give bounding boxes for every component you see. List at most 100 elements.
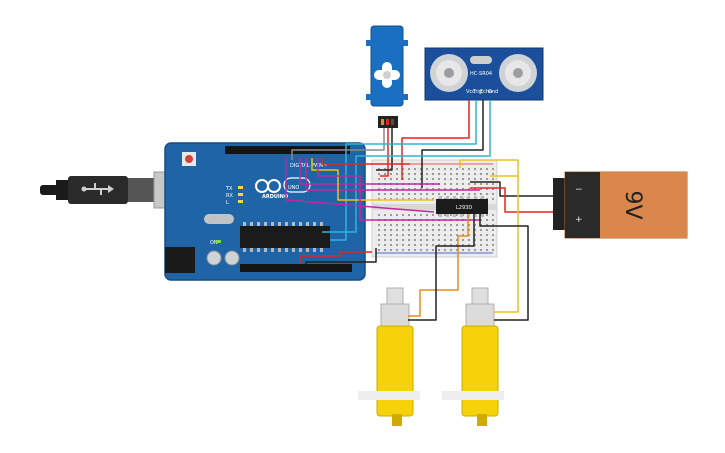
breadboard-hole xyxy=(426,229,428,231)
breadboard-hole xyxy=(438,239,440,241)
breadboard-hole xyxy=(396,229,398,231)
arduino-model-text: UNO xyxy=(288,185,299,191)
servo-motor[interactable] xyxy=(366,25,408,128)
breadboard-hole xyxy=(438,188,440,190)
breadboard-hole xyxy=(438,249,440,251)
driver-label: L293D xyxy=(456,205,472,211)
led-label-rx: RX xyxy=(226,193,233,199)
breadboard-hole xyxy=(480,173,482,175)
breadboard-hole xyxy=(450,188,452,190)
breadboard-hole xyxy=(426,244,428,246)
breadboard-hole xyxy=(402,234,404,236)
breadboard-hole xyxy=(420,229,422,231)
breadboard-hole xyxy=(408,239,410,241)
wire-battery-pos xyxy=(470,187,553,213)
breadboard-hole xyxy=(432,168,434,170)
breadboard-hole xyxy=(390,244,392,246)
breadboard-hole xyxy=(462,173,464,175)
breadboard-hole xyxy=(480,183,482,185)
breadboard-hole xyxy=(396,214,398,216)
battery-voltage-text: 9V xyxy=(620,190,645,219)
breadboard-hole xyxy=(384,239,386,241)
breadboard-hole xyxy=(438,168,440,170)
sensor-pin-gnd: Gnd xyxy=(488,89,498,95)
breadboard-hole xyxy=(438,193,440,195)
arduino-brand-text: ARDUINO xyxy=(262,194,288,200)
breadboard-hole xyxy=(384,249,386,251)
breadboard-hole xyxy=(480,239,482,241)
breadboard-hole xyxy=(438,229,440,231)
breadboard-hole xyxy=(486,249,488,251)
wire-magenta-2 xyxy=(305,158,480,191)
breadboard-hole xyxy=(390,168,392,170)
breadboard-hole xyxy=(402,244,404,246)
dc-motor-right[interactable] xyxy=(442,287,504,426)
breadboard-hole xyxy=(492,173,494,175)
breadboard-hole xyxy=(426,239,428,241)
wire-magenta-3 xyxy=(317,158,480,221)
battery-9v[interactable]: 9V − + xyxy=(553,171,688,239)
breadboard-hole xyxy=(462,224,464,226)
breadboard-hole xyxy=(444,183,446,185)
breadboard-hole xyxy=(414,173,416,175)
breadboard-hole xyxy=(456,193,458,195)
breadboard-hole xyxy=(420,224,422,226)
breadboard-hole xyxy=(456,239,458,241)
breadboard-hole xyxy=(462,244,464,246)
breadboard-hole xyxy=(486,214,488,216)
breadboard-hole xyxy=(456,188,458,190)
breadboard-hole xyxy=(462,178,464,180)
breadboard-hole xyxy=(420,234,422,236)
breadboard-hole xyxy=(450,178,452,180)
breadboard-hole xyxy=(426,188,428,190)
sensor-pin-trig: Trig xyxy=(472,89,482,95)
breadboard-hole xyxy=(414,178,416,180)
breadboard-hole xyxy=(450,193,452,195)
breadboard-hole xyxy=(492,244,494,246)
breadboard-hole xyxy=(396,224,398,226)
breadboard-hole xyxy=(426,198,428,200)
breadboard-hole xyxy=(414,234,416,236)
capacitor xyxy=(206,250,222,266)
breadboard-hole xyxy=(378,214,380,216)
breadboard-hole xyxy=(462,249,464,251)
sensor-pin-vcc: Vcc xyxy=(466,89,475,95)
breadboard-hole xyxy=(402,188,404,190)
wire-sensor-vcc xyxy=(401,100,470,180)
dc-motor-left[interactable] xyxy=(358,287,420,426)
breadboard-hole xyxy=(456,178,458,180)
breadboard-hole xyxy=(456,229,458,231)
breadboard-hole xyxy=(378,198,380,200)
digital-label: DIGITAL PWM~ xyxy=(290,163,328,169)
breadboard-hole xyxy=(384,214,386,216)
breadboard-hole xyxy=(444,168,446,170)
breadboard-hole xyxy=(456,244,458,246)
breadboard-hole xyxy=(444,224,446,226)
breadboard-hole xyxy=(384,244,386,246)
breadboard-hole xyxy=(390,188,392,190)
breadboard-hole xyxy=(384,229,386,231)
breadboard-hole xyxy=(414,198,416,200)
breadboard-hole xyxy=(474,224,476,226)
breadboard-hole xyxy=(450,229,452,231)
breadboard-hole xyxy=(402,193,404,195)
breadboard-hole xyxy=(462,239,464,241)
hc-sr04-ultrasonic-sensor[interactable]: HC-SR04 Vcc Trig Echo Gnd xyxy=(424,47,544,101)
breadboard-hole xyxy=(486,183,488,185)
breadboard-hole xyxy=(408,229,410,231)
wire-magenta-1 xyxy=(299,158,440,185)
breadboard-hole xyxy=(486,173,488,175)
breadboard-hole xyxy=(378,244,380,246)
breadboard-hole xyxy=(378,224,380,226)
breadboard-hole xyxy=(378,234,380,236)
breadboard-hole xyxy=(402,224,404,226)
arduino-uno-board[interactable]: ARDUINO UNO DIGITAL PWM~ L TX RX ON xyxy=(164,142,366,281)
breadboard-hole xyxy=(492,214,494,216)
breadboard-hole xyxy=(408,198,410,200)
breadboard-hole xyxy=(402,173,404,175)
breadboard-hole xyxy=(492,198,494,200)
servo-horn-icon xyxy=(374,62,400,88)
breadboard-hole xyxy=(378,249,380,251)
breadboard-hole xyxy=(468,183,470,185)
breadboard-hole xyxy=(450,249,452,251)
